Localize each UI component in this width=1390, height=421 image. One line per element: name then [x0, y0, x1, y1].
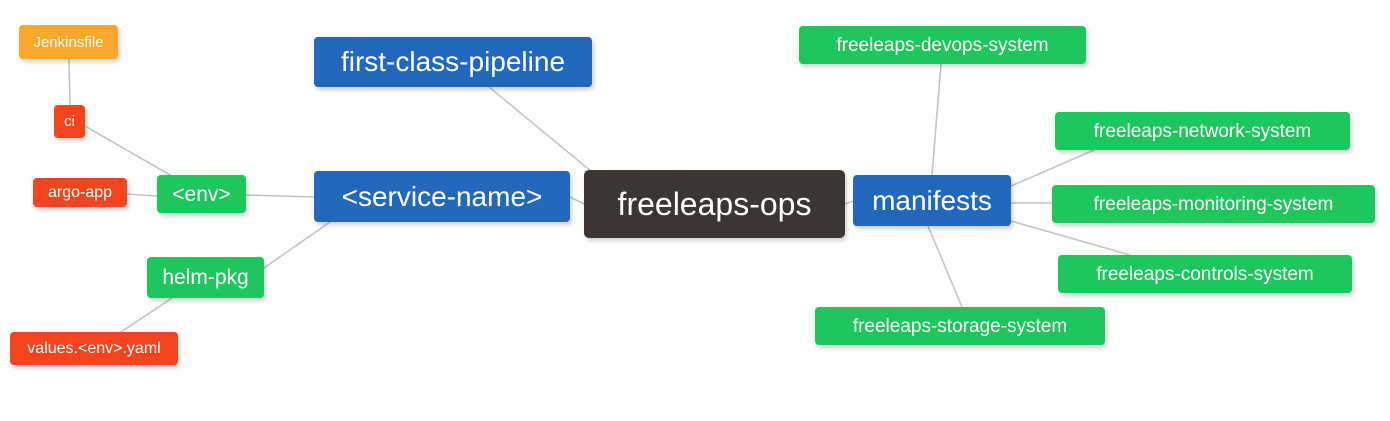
mindmap-node-service-name[interactable]: <service-name> — [314, 171, 570, 222]
edge-helm-pkg-to-values-yaml — [117, 297, 173, 335]
edge-ci-to-jenkinsfile — [68, 58, 71, 106]
mindmap-node-values-yaml[interactable]: values.<env>.yaml — [10, 332, 178, 365]
edge-env-to-ci — [84, 125, 171, 176]
mindmap-node-label: freeleaps-ops — [617, 186, 812, 222]
edge-manifests-to-freeleaps-controls-system — [1010, 220, 1131, 256]
mindmap-node-helm-pkg[interactable]: helm-pkg — [147, 257, 264, 298]
mindmap-node-label: Jenkinsfile — [33, 33, 104, 51]
mindmap-node-freeleaps-monitoring-system[interactable]: freeleaps-monitoring-system — [1052, 185, 1375, 223]
mindmap-node-freeleaps-devops-system[interactable]: freeleaps-devops-system — [799, 26, 1086, 64]
edge-service-name-to-env — [245, 194, 315, 198]
mindmap-node-label: freeleaps-controls-system — [1096, 263, 1314, 285]
mindmap-node-label: <service-name> — [341, 180, 543, 212]
edge-manifests-to-freeleaps-network-system — [1010, 149, 1095, 187]
mindmap-node-ci[interactable]: ci — [54, 105, 85, 138]
edge-service-name-to-helm-pkg — [263, 221, 331, 269]
mindmap-node-freeleaps-controls-system[interactable]: freeleaps-controls-system — [1058, 255, 1352, 293]
edge-freeleaps-ops-to-manifests — [844, 200, 854, 205]
mindmap-node-freeleaps-storage-system[interactable]: freeleaps-storage-system — [815, 307, 1105, 345]
mindmap-node-first-class-pipeline[interactable]: first-class-pipeline — [314, 37, 592, 87]
edge-manifests-to-freeleaps-devops-system — [931, 63, 942, 176]
mindmap-node-manifests[interactable]: manifests — [853, 175, 1011, 226]
mindmap-node-label: helm-pkg — [162, 266, 249, 289]
mindmap-node-freeleaps-ops[interactable]: freeleaps-ops — [584, 170, 845, 238]
edge-freeleaps-ops-to-service-name — [569, 196, 585, 205]
mindmap-node-label: freeleaps-monitoring-system — [1093, 193, 1334, 215]
edge-freeleaps-ops-to-first-class-pipeline — [488, 86, 593, 173]
mindmap-node-label: first-class-pipeline — [340, 46, 566, 77]
mindmap-node-label: argo-app — [47, 183, 113, 201]
mindmap-node-label: freeleaps-devops-system — [836, 34, 1049, 56]
edge-env-to-argo-app — [126, 193, 158, 197]
mindmap-node-label: freeleaps-network-system — [1093, 120, 1312, 142]
mindmap-node-freeleaps-network-system[interactable]: freeleaps-network-system — [1055, 112, 1350, 150]
mindmap-node-env[interactable]: <env> — [157, 175, 246, 213]
mindmap-node-label: ci — [64, 113, 75, 130]
mindmap-node-argo-app[interactable]: argo-app — [33, 178, 127, 207]
mindmap-node-jenkinsfile[interactable]: Jenkinsfile — [19, 25, 118, 59]
mindmap-node-label: values.<env>.yaml — [27, 339, 161, 357]
mindmap-node-label: manifests — [872, 184, 992, 216]
mindmap-node-label: <env> — [172, 182, 231, 206]
edge-manifests-to-freeleaps-storage-system — [927, 225, 963, 308]
mindmap-node-label: freeleaps-storage-system — [852, 315, 1068, 337]
